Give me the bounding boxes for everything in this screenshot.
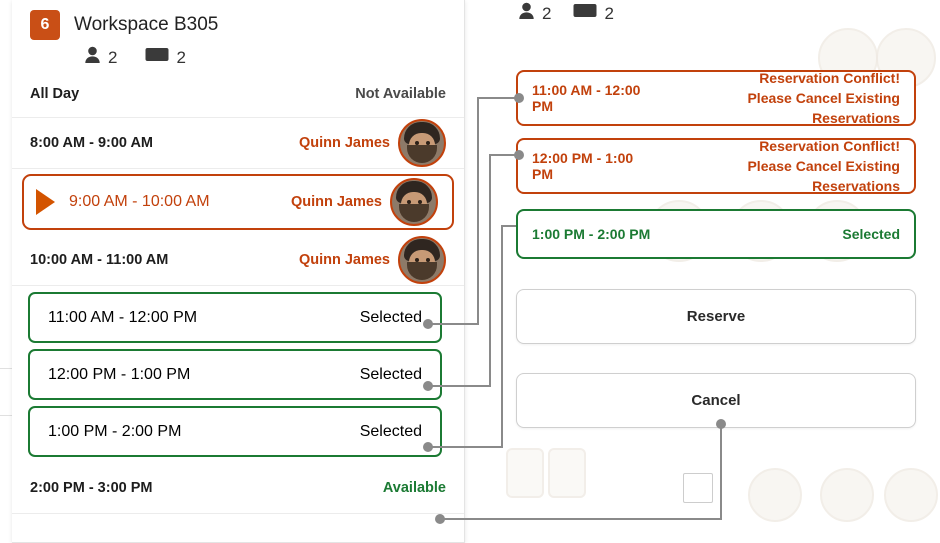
- reserve-button[interactable]: Reserve: [516, 289, 916, 344]
- workspace-badge: 6: [30, 10, 60, 40]
- card-status: Selected: [842, 226, 900, 242]
- conflict-message: Reservation Conflict! Please Cancel Exis…: [662, 68, 900, 129]
- cancel-button[interactable]: Cancel: [516, 373, 916, 428]
- slot-row-1400-available[interactable]: 2:00 PM - 3:00 PM Available: [12, 463, 464, 514]
- monitor-icon: [145, 47, 169, 68]
- workspace-schedule-panel: 6 Workspace B305 2 2 All Day Not Availab…: [12, 0, 465, 543]
- conflict-card-1100[interactable]: 11:00 AM - 12:00 PM Reservation Conflict…: [516, 70, 916, 126]
- slot-time: 2:00 PM - 3:00 PM: [30, 480, 153, 496]
- conflict-subtitle: Please Cancel Existing Reservations: [747, 157, 900, 195]
- slot-time: 10:00 AM - 11:00 AM: [30, 252, 169, 268]
- screen-count: 2: [176, 47, 186, 67]
- card-time: 11:00 AM - 12:00 PM: [532, 82, 641, 114]
- play-icon: [36, 189, 55, 215]
- slot-row-1200-selected[interactable]: 12:00 PM - 1:00 PM Selected: [28, 349, 442, 400]
- conflict-message: Reservation Conflict! Please Cancel Exis…: [657, 136, 900, 197]
- all-day-row[interactable]: All Day Not Available: [12, 71, 464, 118]
- slot-time: 1:00 PM - 2:00 PM: [48, 422, 182, 440]
- screen-count: 2: [604, 3, 614, 23]
- all-day-status: Not Available: [355, 86, 446, 102]
- slot-status: Selected: [359, 365, 422, 383]
- card-time: 12:00 PM - 1:00 PM: [532, 150, 634, 182]
- conflict-title: Reservation Conflict!: [759, 69, 900, 86]
- workspace-header: 6 Workspace B305: [12, 0, 464, 40]
- page-title: Workspace B305: [74, 14, 219, 35]
- slot-time: 11:00 AM - 12:00 PM: [48, 308, 198, 326]
- person-icon: [84, 46, 101, 69]
- avatar: [398, 236, 446, 284]
- checkbox-placeholder[interactable]: [683, 473, 713, 503]
- conflict-title: Reservation Conflict!: [759, 137, 900, 154]
- slot-row-1000[interactable]: 10:00 AM - 11:00 AM Quinn James: [12, 235, 464, 286]
- slot-time: 9:00 AM - 10:00 AM: [69, 193, 210, 210]
- person-icon: [518, 2, 535, 25]
- detail-capacity: 2 2: [470, 0, 940, 25]
- booked-by-name: Quinn James: [298, 135, 390, 151]
- slot-booking: Quinn James: [299, 119, 446, 167]
- reserve-button-label: Reserve: [686, 308, 746, 325]
- slot-status: Available: [382, 480, 446, 496]
- booked-by-name: Quinn James: [290, 194, 382, 210]
- avatar: [390, 178, 438, 226]
- slot-booking: Quinn James: [299, 236, 446, 284]
- all-day-label: All Day: [30, 86, 80, 102]
- avatar: [398, 119, 446, 167]
- people-capacity: 2: [518, 2, 551, 25]
- booked-by-name: Quinn James: [298, 252, 390, 268]
- slot-time: 12:00 PM - 1:00 PM: [48, 365, 191, 383]
- conflict-card-1200[interactable]: 12:00 PM - 1:00 PM Reservation Conflict!…: [516, 138, 916, 194]
- screen-capacity: 2: [573, 3, 614, 24]
- conflict-subtitle: Please Cancel Existing Reservations: [747, 89, 900, 127]
- card-time: 1:00 PM - 2:00 PM: [532, 226, 651, 242]
- slot-row-0800[interactable]: 8:00 AM - 9:00 AM Quinn James: [12, 118, 464, 169]
- slot-time: 8:00 AM - 9:00 AM: [30, 135, 154, 151]
- screen-capacity: 2: [145, 47, 186, 68]
- people-count: 2: [108, 47, 118, 67]
- workspace-capacity: 2 2: [12, 40, 464, 71]
- cancel-button-label: Cancel: [691, 392, 741, 409]
- detail-panel: 2 2 11:00 AM - 12:00 PM Reservation Conf…: [470, 0, 940, 542]
- slot-row-1300-selected[interactable]: 1:00 PM - 2:00 PM Selected: [28, 406, 442, 457]
- slot-row-0900-active[interactable]: 9:00 AM - 10:00 AM Quinn James: [22, 174, 454, 230]
- slot-row-1100-selected[interactable]: 11:00 AM - 12:00 PM Selected: [28, 292, 442, 343]
- people-capacity: 2: [84, 46, 117, 69]
- people-count: 2: [542, 3, 552, 23]
- selected-card-1300[interactable]: 1:00 PM - 2:00 PM Selected: [516, 209, 916, 259]
- monitor-icon: [573, 3, 597, 24]
- slot-status: Selected: [359, 308, 422, 326]
- slot-status: Selected: [359, 422, 422, 440]
